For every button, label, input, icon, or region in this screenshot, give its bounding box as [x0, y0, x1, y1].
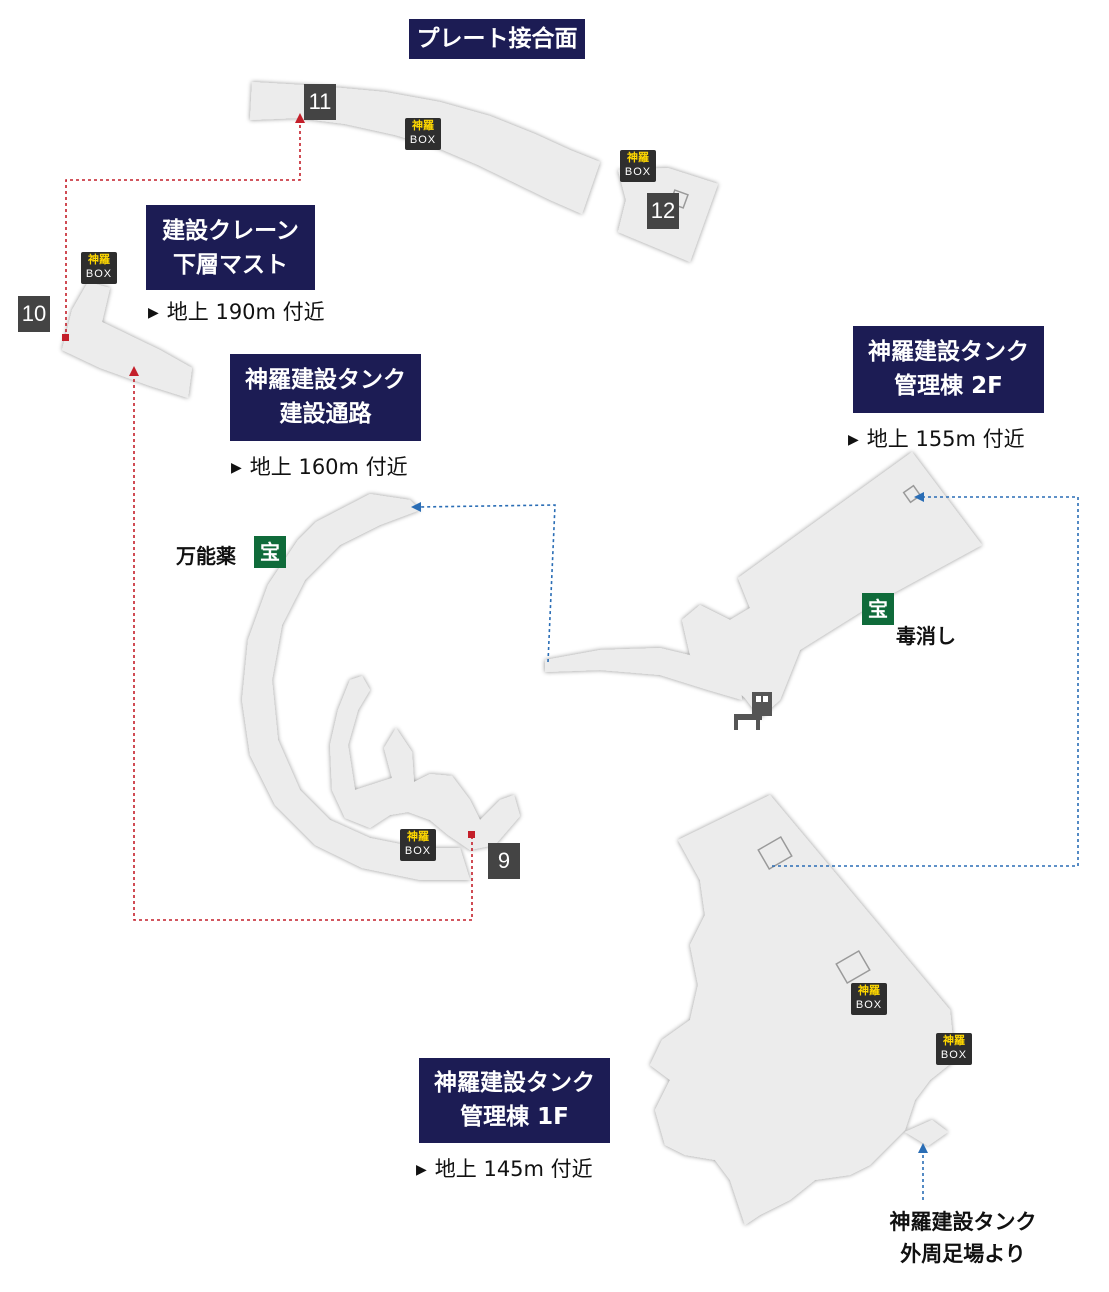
- route-arrow-icon-1f: [918, 1143, 928, 1153]
- label-mgmt-2f: 神羅建設タンク 管理棟 2F: [853, 326, 1044, 413]
- label-tank-passage: 神羅建設タンク 建設通路: [230, 354, 421, 441]
- label-mgmt-1f-line1: 神羅建設タンク: [434, 1070, 595, 1096]
- point-number-11: 11: [304, 84, 336, 120]
- floor-mgmt-1f-entrance: [905, 1120, 948, 1146]
- door-marker-1f-b: [835, 949, 871, 985]
- route-arrow-icon-passage: [411, 502, 421, 512]
- label-plate-joint: プレート接合面: [409, 19, 585, 59]
- label-mgmt-1f: 神羅建設タンク 管理棟 1F: [419, 1058, 610, 1143]
- label-plate-joint-title: プレート接合面: [416, 26, 578, 52]
- route-arrow-icon-11: [295, 113, 305, 123]
- floor-plate-joint-walkway: [250, 82, 600, 214]
- elevation-tank-passage-text: 地上 160m 付近: [249, 455, 408, 479]
- elevation-crane-mast-text: 地上 190m 付近: [166, 300, 325, 324]
- route-red-9-to-10: [133, 372, 473, 921]
- route-blue-1f-to-2f: [772, 496, 1079, 867]
- elevation-marker-icon: ▶: [231, 460, 242, 476]
- point-number-10: 10: [18, 296, 50, 332]
- floor-mgmt-2f: [682, 452, 982, 718]
- point-number-9: 9: [488, 843, 520, 879]
- entrance-note-line1: 神羅建設タンク: [889, 1210, 1037, 1234]
- floor-passage-arc: [242, 494, 470, 880]
- treasure-label-antidote: 毒消し: [896, 624, 956, 648]
- shinra-box-label: BOX: [85, 268, 113, 280]
- shinra-box-kanji: 神羅: [858, 984, 880, 997]
- route-arrow-icon-10: [129, 366, 139, 376]
- floor-passage-branches: [330, 676, 520, 850]
- door-marker-2f: [902, 484, 922, 504]
- route-red-10-to-11: [65, 118, 301, 338]
- entrance-note: 神羅建設タンク 外周足場より: [873, 1206, 1053, 1270]
- shinra-box-icon: 神羅 BOX: [936, 1033, 972, 1065]
- label-mgmt-2f-line2: 管理棟 2F: [894, 373, 1003, 399]
- route-start-marker-9: [468, 831, 475, 838]
- shinra-box-icon: 神羅 BOX: [81, 252, 117, 284]
- elevation-mgmt-1f: ▶ 地上 145m 付近: [416, 1153, 593, 1183]
- shinra-box-icon: 神羅 BOX: [851, 983, 887, 1015]
- shinra-box-kanji: 神羅: [627, 151, 649, 164]
- floor-crane-mast: [62, 282, 192, 398]
- label-crane-mast-line2: 下層マスト: [173, 252, 288, 278]
- shinra-box-kanji: 神羅: [943, 1034, 965, 1047]
- point-number-12: 12: [647, 193, 679, 229]
- label-tank-passage-line1: 神羅建設タンク: [245, 367, 406, 393]
- route-blue-connector: [417, 504, 556, 663]
- label-tank-passage-line2: 建設通路: [279, 401, 372, 427]
- shinra-box-label: BOX: [624, 166, 652, 178]
- label-mgmt-2f-line1: 神羅建設タンク: [868, 339, 1029, 365]
- shinra-box-kanji: 神羅: [412, 119, 434, 132]
- elevation-mgmt-2f: ▶ 地上 155m 付近: [848, 423, 1025, 453]
- treasure-label-elixir: 万能薬: [176, 544, 236, 568]
- elevation-marker-icon: ▶: [416, 1162, 427, 1178]
- shinra-box-label: BOX: [404, 845, 432, 857]
- door-marker-1f-a: [757, 835, 793, 871]
- shinra-box-icon: 神羅 BOX: [620, 150, 656, 182]
- elevation-mgmt-2f-text: 地上 155m 付近: [866, 427, 1025, 451]
- elevation-marker-icon: ▶: [848, 432, 859, 448]
- label-crane-mast-line1: 建設クレーン: [162, 218, 299, 244]
- shinra-box-label: BOX: [855, 999, 883, 1011]
- shinra-box-icon: 神羅 BOX: [400, 829, 436, 861]
- label-mgmt-1f-line2: 管理棟 1F: [460, 1104, 569, 1130]
- elevation-crane-mast: ▶ 地上 190m 付近: [148, 296, 325, 326]
- shinra-box-kanji: 神羅: [407, 830, 429, 843]
- treasure-icon: 宝: [862, 593, 894, 625]
- treasure-icon: 宝: [254, 536, 286, 568]
- route-start-marker-10: [62, 334, 69, 341]
- floor-mgmt-1f: [650, 795, 955, 1225]
- label-crane-mast: 建設クレーン 下層マスト: [146, 205, 315, 290]
- shinra-box-icon: 神羅 BOX: [405, 118, 441, 150]
- entrance-note-line2: 外周足場より: [900, 1242, 1026, 1266]
- elevation-mgmt-1f-text: 地上 145m 付近: [434, 1157, 593, 1181]
- floor-connector-path: [545, 648, 742, 700]
- shinra-box-kanji: 神羅: [88, 253, 110, 266]
- save-point-icon: [734, 692, 772, 730]
- route-arrow-icon-2f: [914, 492, 924, 502]
- elevation-marker-icon: ▶: [148, 305, 159, 321]
- shinra-box-label: BOX: [940, 1049, 968, 1061]
- elevation-tank-passage: ▶ 地上 160m 付近: [231, 451, 408, 481]
- shinra-box-label: BOX: [409, 134, 437, 146]
